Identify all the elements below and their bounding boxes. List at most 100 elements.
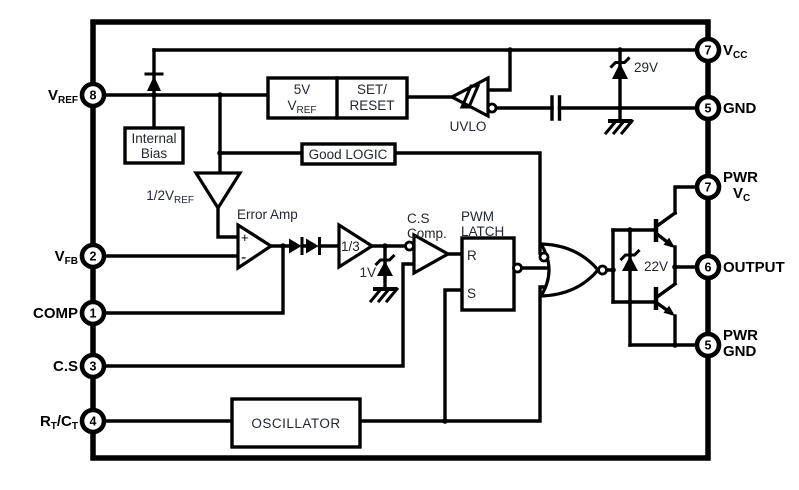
internal-bias-line2: Bias [141, 146, 168, 161]
pin-circle [79, 352, 107, 380]
error-amp-diodes [289, 237, 321, 255]
pin-label: RT/CT [40, 413, 78, 432]
ref-5v-line1: 5V [294, 82, 311, 97]
one-third-triangle [337, 222, 375, 270]
cs-comp-line2: Comp. [407, 226, 447, 241]
uvlo-output-bubble [486, 102, 498, 114]
cs-comparator: C.S Comp. [404, 211, 452, 276]
pin-pwr-vc: 7 PWR VC [694, 169, 758, 204]
pin-pwr-gnd: 5 PWR GND [694, 327, 758, 360]
half-vref-label: 1/2VREF [146, 188, 194, 206]
diode-icon [306, 238, 319, 254]
pin-circle [694, 94, 722, 122]
wire-halfvref-to-erroramp [216, 206, 240, 239]
wire-comp-feedback [91, 244, 285, 315]
pin-label: VFB [55, 248, 78, 267]
set-reset-line2: RESET [349, 98, 394, 113]
pin-circle [79, 81, 107, 109]
pin-circle [694, 36, 722, 64]
pin-circle [79, 407, 107, 435]
pin-number: 2 [90, 250, 97, 264]
collector [654, 281, 678, 300]
top-npn-transistor [653, 210, 678, 248]
pin-vcc: 7 VCC [694, 36, 747, 64]
zener-icon [622, 256, 638, 271]
zener-icon [612, 63, 628, 79]
half-vref-buffer: 1/2VREF [146, 171, 243, 212]
zener-bar [374, 253, 396, 267]
zener-22v-label: 22V [644, 259, 668, 274]
zener-icon [377, 261, 393, 276]
wire-vcc-to-uvlo-input [486, 48, 512, 92]
pin-label: VCC [723, 42, 747, 61]
emitter-arrow [663, 237, 675, 248]
one-third-label: 1/3 [341, 239, 360, 254]
pin-label: C.S [53, 358, 78, 375]
internal-bias-box [123, 126, 185, 165]
latch-s-input-label: S [467, 286, 476, 301]
zener-29v: 29V [603, 56, 658, 136]
pin-vfb: 2 VFB [55, 242, 107, 270]
pin-comp: 1 COMP [33, 299, 107, 327]
cs-comp-line1: C.S [407, 211, 430, 226]
ground-icon [368, 286, 400, 304]
pin-cs: 3 C.S [53, 352, 107, 380]
good-logic-block: Good LOGIC [300, 142, 397, 166]
pwm-latch-title1: PWM [461, 209, 494, 224]
pin-vref: 8 VREF [48, 81, 107, 109]
set-reset-line1: SET/ [357, 82, 387, 97]
cs-comp-triangle [412, 232, 452, 276]
internal-bias-block: Internal Bias [123, 126, 185, 165]
zener-bar [619, 248, 641, 262]
pwm-latch-title2: LATCH [461, 224, 504, 239]
good-logic-label: Good LOGIC [309, 147, 388, 162]
pin-circle [694, 173, 722, 201]
pin-number: 4 [90, 415, 97, 429]
uvlo-comparator: UVLO [448, 75, 498, 134]
zener-bar [609, 56, 631, 69]
emitter-arrow [663, 305, 675, 316]
oscillator-block: OSCILLATOR [230, 397, 362, 449]
one-third-buffer: 1/3 [337, 222, 375, 270]
pin-gnd: 5 GND [694, 94, 757, 122]
pin-label: COMP [33, 305, 78, 322]
gate-output-bubble [597, 264, 608, 276]
uvlo-label: UVLO [450, 119, 487, 134]
collector [654, 210, 678, 229]
half-vref-triangle [193, 171, 243, 212]
diode-icon [289, 238, 302, 254]
ground-icon [603, 118, 635, 136]
junction-dots [151, 47, 678, 424]
pwm-latch-box [460, 236, 516, 312]
capacitor-icon [550, 95, 562, 121]
internal-bias-line1: Internal [131, 131, 176, 146]
ic-outline [90, 19, 711, 461]
error-amp-triangle [236, 222, 274, 271]
zener-1v-label: 1V [359, 265, 376, 280]
pin-number: 7 [705, 181, 712, 195]
uvlo-capacitor [550, 95, 562, 121]
pin-label-line1: PWR [723, 169, 758, 186]
pwm-latch-block: PWM LATCH R S [460, 209, 523, 312]
latch-r-input-label: R [467, 248, 477, 263]
plus-input-label: + [241, 230, 249, 245]
or-gate-icon [538, 242, 601, 298]
pin-label-line2: GND [723, 343, 757, 360]
wire-good-logic-to-gate [393, 151, 542, 255]
vref-diode [144, 72, 164, 91]
error-amp-label: Error Amp [237, 207, 298, 222]
ref-5v-line2: VREF [287, 98, 316, 116]
latch-output-bubble [512, 262, 523, 274]
pin-label-line1: PWR [723, 327, 758, 344]
pin-circle [79, 242, 107, 270]
pin-circle [79, 299, 107, 327]
gate-top-input-bubble [538, 251, 550, 263]
pin-circle [694, 253, 722, 281]
pin-circle [694, 331, 722, 359]
pin-number: 1 [90, 307, 97, 321]
zener-22v: 22V [619, 248, 668, 274]
pin-number: 8 [90, 89, 97, 103]
pin-label: VREF [48, 87, 78, 106]
pin-label: OUTPUT [723, 259, 785, 276]
